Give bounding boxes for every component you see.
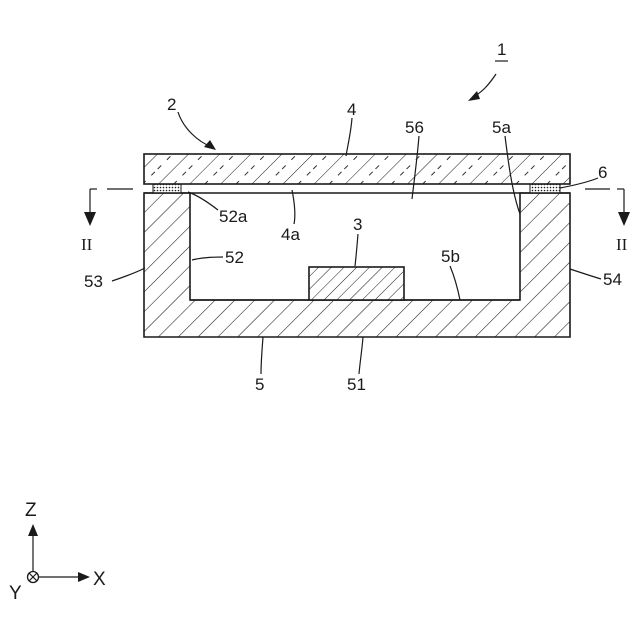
label-cavity: 56: [405, 118, 424, 137]
label-assembly: 2: [167, 95, 176, 114]
section-label-right: II: [616, 235, 628, 254]
coordinate-axes: Z Y X: [9, 500, 106, 604]
label-left-wall: 53: [84, 272, 103, 291]
chip: [309, 267, 404, 300]
label-chip: 3: [353, 215, 362, 234]
label-lid: 4: [347, 100, 356, 119]
section-label-left: II: [81, 235, 93, 254]
sealant-left: [153, 184, 181, 193]
label-inner-wall: 52: [225, 248, 244, 267]
label-lid-surface: 4a: [281, 225, 300, 244]
axis-label-x: X: [93, 569, 106, 590]
label-device: 1: [497, 40, 506, 59]
label-sealant: 6: [598, 163, 607, 182]
label-right-wall: 54: [603, 270, 622, 289]
axis-label-y: Y: [9, 583, 22, 604]
lid-plate: [144, 154, 570, 184]
label-package-floor: 5b: [441, 247, 460, 266]
label-package-top: 5a: [492, 118, 511, 137]
sealant-right: [530, 184, 560, 193]
label-bottom-wall: 51: [347, 375, 366, 394]
label-package: 5: [255, 375, 264, 394]
label-wall-corner: 52a: [219, 207, 248, 226]
axis-label-z: Z: [25, 500, 37, 521]
